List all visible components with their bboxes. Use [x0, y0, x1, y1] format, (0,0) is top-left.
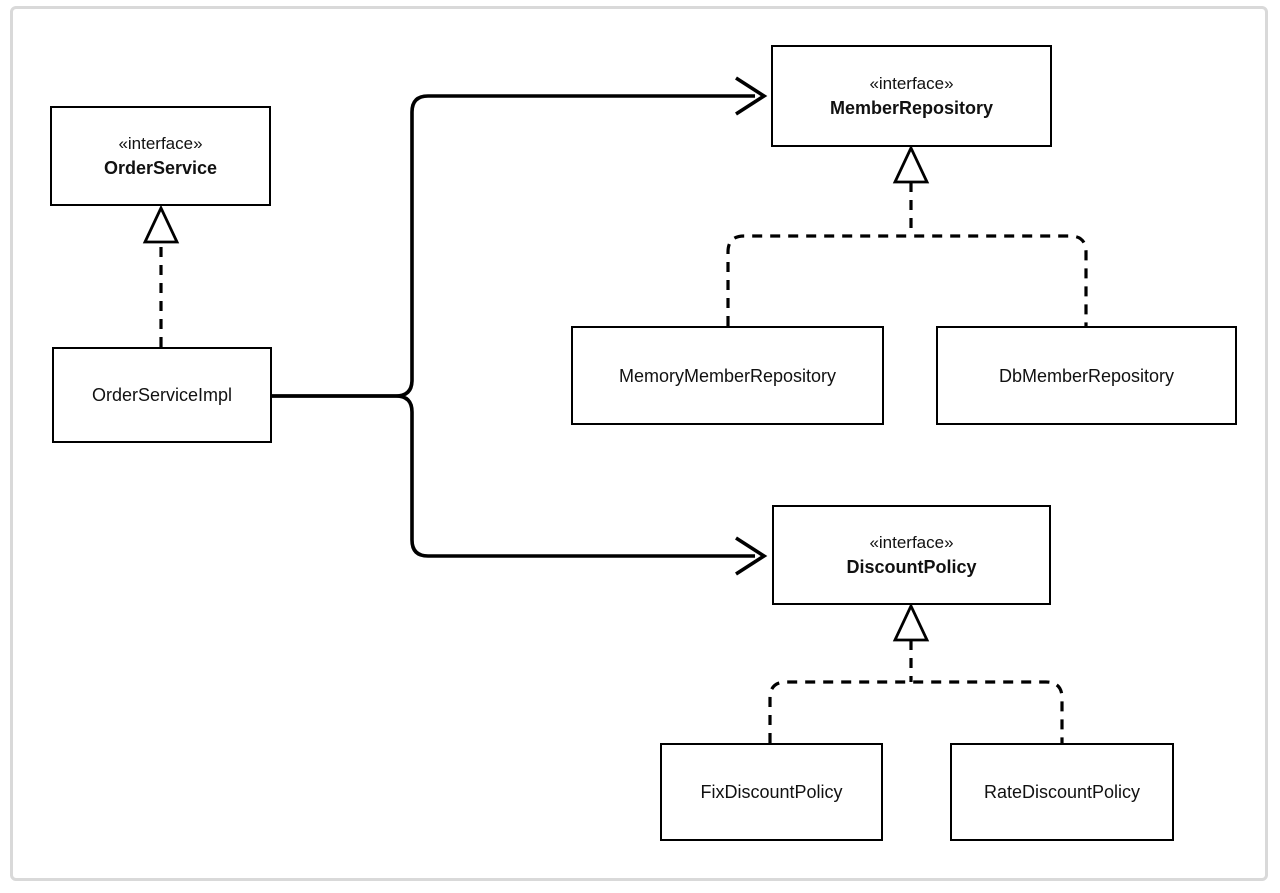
stereotype-label: «interface»	[869, 533, 954, 552]
stereotype-label: «interface»	[869, 74, 954, 93]
hollow-triangle-icon	[142, 204, 180, 244]
class-name-label: OrderServiceImpl	[91, 385, 233, 405]
class-name-label: OrderService	[103, 158, 218, 178]
class-name-label: FixDiscountPolicy	[700, 782, 843, 802]
hollow-triangle-icon	[892, 144, 930, 184]
open-arrowhead-icon	[735, 536, 768, 576]
hollow-triangle-icon	[892, 602, 930, 642]
class-name-label: MemoryMemberRepository	[618, 365, 837, 386]
class-name-label: MemberRepository	[829, 98, 994, 118]
class-box-ratediscountpolicy: RateDiscountPolicy	[950, 743, 1174, 841]
class-box-orderserviceimpl: OrderServiceImpl	[52, 347, 272, 443]
class-box-dbmemberrepository: DbMemberRepository	[936, 326, 1237, 425]
open-arrowhead-icon	[735, 76, 768, 116]
realization-arrows-to-discountpolicy	[768, 602, 1064, 743]
realization-arrow-orderserviceimpl-to-orderservice	[142, 204, 180, 347]
class-name-label: DiscountPolicy	[846, 557, 977, 577]
class-box-memberrepository: «interface» MemberRepository	[771, 45, 1052, 147]
stereotype-label: «interface»	[118, 134, 203, 153]
class-box-discountpolicy: «interface» DiscountPolicy	[772, 505, 1051, 605]
class-box-memorymemberrepository: MemoryMemberRepository	[571, 326, 884, 425]
class-box-orderservice: «interface» OrderService	[50, 106, 271, 206]
class-name-label: DbMemberRepository	[998, 365, 1175, 386]
realization-arrows-to-memberrepository	[726, 144, 1088, 326]
class-name-label: RateDiscountPolicy	[983, 782, 1141, 802]
class-box-fixdiscountpolicy: FixDiscountPolicy	[660, 743, 883, 841]
dependency-arrow-orderserviceimpl-to-discountpolicy	[272, 394, 768, 576]
